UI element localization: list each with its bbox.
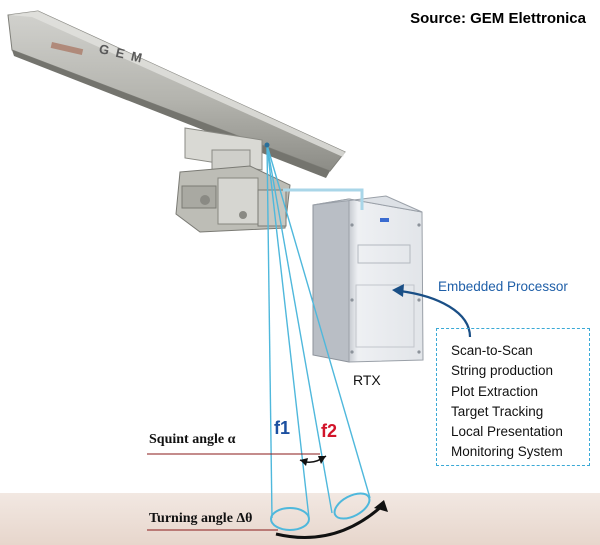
function-item: Local Presentation — [451, 424, 563, 440]
cable-link — [283, 188, 364, 210]
rtx-enclosure — [312, 195, 424, 363]
processor-arrow — [392, 284, 472, 338]
function-item: String production — [451, 363, 554, 379]
rtx-label: RTX — [353, 372, 381, 388]
turning-angle-arrow — [275, 500, 388, 539]
function-item: Target Tracking — [451, 403, 544, 419]
function-item: Monitoring System — [451, 444, 563, 460]
beam-f2-label: f2 — [321, 421, 338, 441]
squint-angle-arrow — [299, 455, 327, 466]
squint-angle-label: Squint angle α — [149, 432, 236, 447]
source-credit: Source: GEM Elettronica — [410, 10, 586, 27]
beam-origin — [264, 142, 270, 148]
function-item: Scan-to-Scan — [451, 343, 533, 358]
beam-f2 — [266, 144, 371, 520]
turning-angle-label: Turning angle Δθ — [149, 511, 253, 526]
embedded-processor-label: Embedded Processor — [438, 279, 568, 294]
function-item: Plot Extraction — [451, 383, 539, 399]
antenna-pedestal — [175, 127, 291, 233]
function-list-box: Scan-to-Scan String production Plot Extr… — [436, 328, 590, 466]
radar-antenna — [7, 10, 346, 178]
function-list: Scan-to-Scan String production Plot Extr… — [451, 341, 563, 463]
beam-f1-label: f1 — [274, 418, 291, 438]
beam-f1 — [266, 144, 310, 531]
